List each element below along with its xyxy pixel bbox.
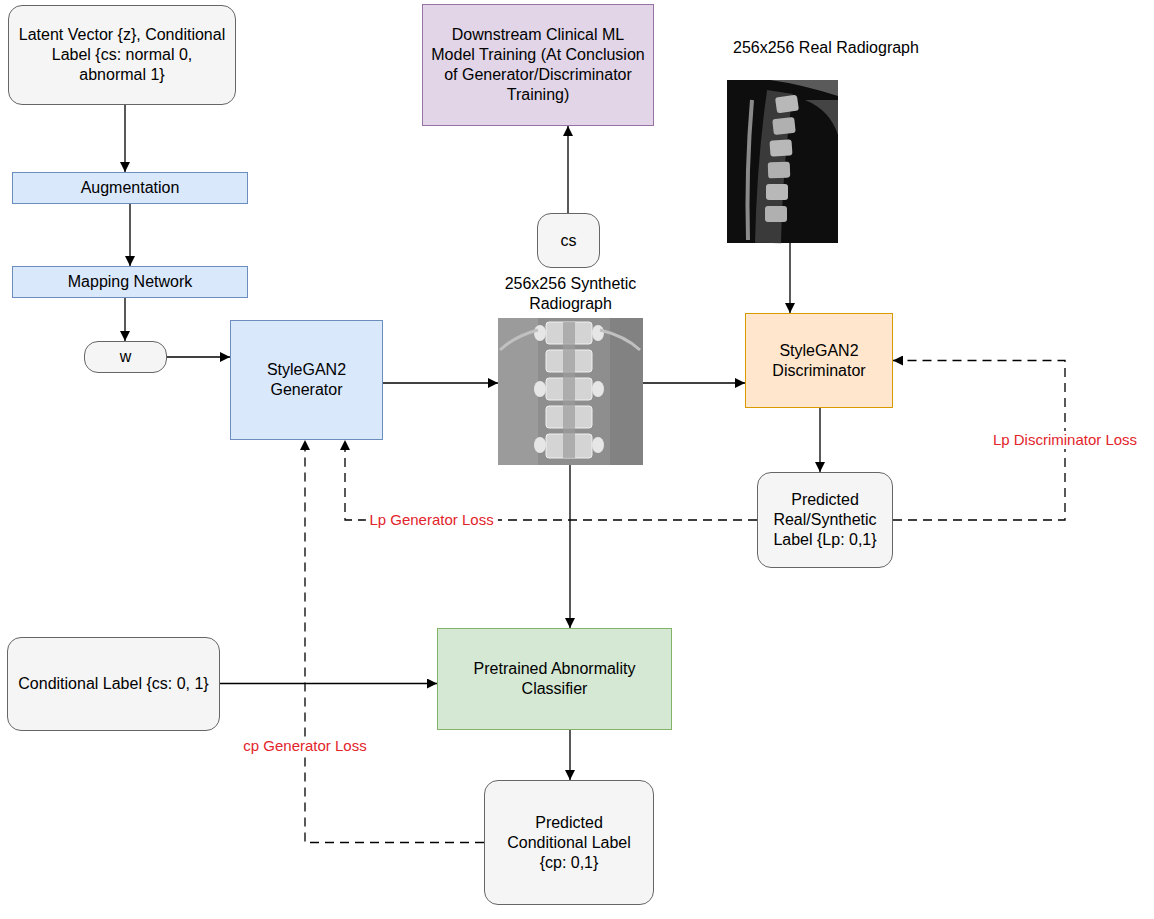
downstream-box: Downstream Clinical ML Model Training (A… <box>422 4 654 126</box>
label-box: cs <box>537 213 600 268</box>
xray-ground <box>498 318 643 465</box>
loss-feedback-arrow <box>345 440 757 520</box>
flow-arrow <box>220 683 437 684</box>
process-box: Augmentation <box>12 172 248 204</box>
discriminator-box: StyleGAN2 Discriminator <box>745 313 893 408</box>
pedicle <box>592 325 604 341</box>
input-box: Latent Vector {z}, Conditional Label {cs… <box>8 5 236 105</box>
vector-box: w <box>84 341 167 373</box>
flow-arrow <box>129 204 130 266</box>
node-text: Predicted Real/Synthetic Label {Lp: 0,1} <box>766 490 884 550</box>
flow-arrow <box>124 105 125 172</box>
loss-label: Lp Generator Loss <box>365 511 497 529</box>
vertebra <box>772 117 796 135</box>
rib <box>500 330 538 350</box>
vertebra <box>769 139 792 156</box>
radiograph-node: 256x256 Synthetic Radiograph <box>498 274 643 465</box>
vertebra <box>775 95 799 114</box>
pedicle <box>592 437 604 453</box>
output-box: Predicted Conditional Label {cp: 0,1} <box>484 780 654 905</box>
vertebra <box>766 184 788 200</box>
node-text: 256x256 Synthetic Radiograph <box>498 274 643 314</box>
node-text: Augmentation <box>81 178 180 198</box>
radiograph-node: 256x256 Real Radiograph <box>727 38 959 243</box>
node-text: Conditional Label {cs: 0, 1} <box>18 674 208 694</box>
node-text: StyleGAN2 Generator <box>239 360 374 400</box>
node-text: Mapping Network <box>68 272 193 292</box>
vertebra <box>765 206 787 222</box>
node-text: w <box>120 347 132 367</box>
classifier-box: Pretrained Abnormality Classifier <box>437 628 672 730</box>
vertebra <box>768 162 791 179</box>
flow-arrow <box>124 298 125 341</box>
rib <box>600 330 640 350</box>
flow-arrow <box>383 382 498 383</box>
flow-arrow <box>643 382 745 383</box>
spinal-canal <box>563 322 575 458</box>
real-radiograph-image <box>727 80 838 243</box>
flow-arrow <box>569 465 570 628</box>
pedicle <box>534 437 546 453</box>
spinous-processes <box>748 100 753 240</box>
soft-tissue <box>498 318 538 465</box>
loss-feedback-arrow <box>893 361 1065 521</box>
flow-arrow <box>167 356 230 357</box>
node-text: 256x256 Real Radiograph <box>733 38 919 58</box>
node-text: Predicted Conditional Label {cp: 0,1} <box>493 813 645 873</box>
pedicle <box>534 325 546 341</box>
flow-arrow <box>569 730 570 780</box>
flow-arrow <box>567 126 568 213</box>
synthetic-radiograph-image <box>498 318 643 465</box>
input-box: Conditional Label {cs: 0, 1} <box>7 637 220 731</box>
jaw <box>805 100 838 135</box>
flow-arrow <box>819 408 820 472</box>
flow-arrow <box>789 243 790 313</box>
process-box: Mapping Network <box>12 266 248 298</box>
pedicle <box>592 381 604 397</box>
node-text: Latent Vector {z}, Conditional Label {cs… <box>17 25 227 85</box>
xray-ground <box>727 80 838 243</box>
pedicle <box>534 381 546 397</box>
node-text: Pretrained Abnormality Classifier <box>446 659 663 699</box>
loss-label: cp Generator Loss <box>239 737 370 755</box>
node-text: Downstream Clinical ML Model Training (A… <box>431 25 645 105</box>
node-text: cs <box>561 231 577 251</box>
generator-box: StyleGAN2 Generator <box>230 320 383 440</box>
node-text: StyleGAN2 Discriminator <box>754 341 884 381</box>
loss-label: Lp Discriminator Loss <box>989 431 1141 449</box>
output-box: Predicted Real/Synthetic Label {Lp: 0,1} <box>757 472 893 568</box>
